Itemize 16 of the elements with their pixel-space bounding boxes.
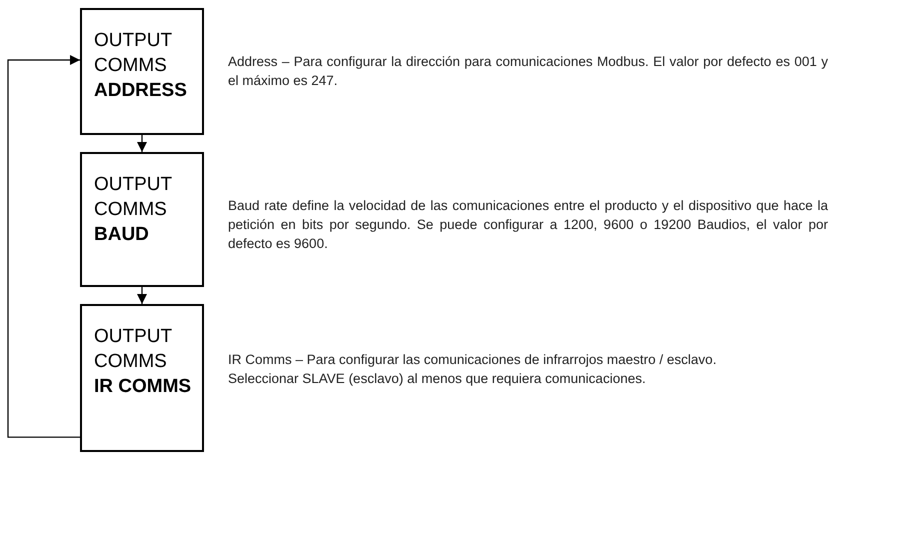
box-title: OUTPUT COMMS <box>94 173 173 222</box>
process-box <box>80 304 204 452</box>
box-subtitle: ADDRESS <box>94 79 187 103</box>
arrow <box>137 135 147 152</box>
box-title: OUTPUT COMMS <box>94 29 173 78</box>
description-text: Seleccionar SLAVE (esclavo) al menos que requiera comunicaciones. <box>228 370 647 388</box>
process-box <box>80 8 204 135</box>
arrow <box>7 55 80 438</box>
box-subtitle: IR COMMS <box>94 375 192 399</box>
process-box <box>80 152 204 287</box>
description-text: Address – Para configurar la dirección para comunicaciones Modbus. El valor por defecto es 001 y el máximo es 247. <box>228 53 828 90</box>
description-text: Baud rate define la velocidad de las comunicaciones entre el producto y el dispositivo que hace la petición en bits por segundo. Se puede configurar a 1200, 9600 o 19200 Baudios, el valor por defecto es 9600. <box>228 197 828 253</box>
box-title: OUTPUT COMMS <box>94 325 173 374</box>
box-subtitle: BAUD <box>94 223 149 247</box>
description-text: IR Comms – Para configurar las comunicaciones de infrarrojos maestro / esclavo. <box>228 351 718 369</box>
arrow <box>137 287 147 304</box>
